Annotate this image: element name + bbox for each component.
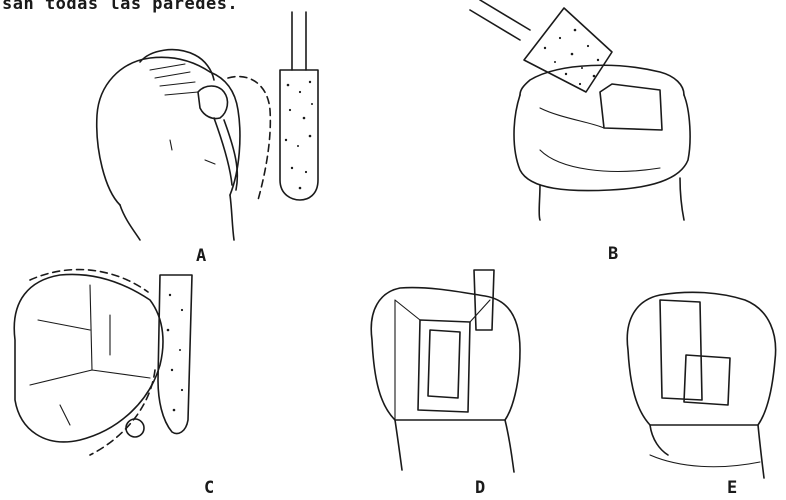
panel-a-tooth-neck (120, 195, 234, 240)
panel-b-bur-shank (470, 0, 530, 40)
panel-c-ball (126, 419, 144, 437)
panel-b-bur-outline (524, 8, 612, 92)
panel-label-e: E (727, 478, 737, 498)
panel-b-box (600, 84, 662, 130)
panel-e-box (660, 300, 730, 405)
panel-a-bur-outline (280, 70, 318, 200)
panel-a-drawing (97, 12, 318, 240)
panel-d-outline (371, 288, 520, 420)
panel-c-outline (14, 274, 163, 442)
panel-d-cavity (418, 320, 470, 412)
panel-e-base (650, 455, 760, 467)
panel-e-drawing (627, 292, 775, 478)
panel-b-bur-grit (544, 29, 599, 85)
panel-c-dashed-outline (30, 270, 155, 455)
panel-c-drawing (14, 270, 192, 455)
panel-a-bur-grit (285, 81, 313, 190)
panel-a-bur-shank (292, 12, 306, 70)
panel-d-bur (474, 270, 494, 330)
panel-c-bur-grit (167, 294, 183, 412)
panel-b-neck (539, 178, 684, 220)
panel-a-cavity-wall (214, 118, 237, 190)
panel-label-c: C (204, 478, 214, 498)
panel-c-grooves (30, 285, 150, 425)
panel-d-neck (395, 420, 514, 472)
panel-label-a: A (196, 246, 206, 266)
panel-a-cavity (198, 86, 227, 119)
panel-label-d: D (475, 478, 485, 498)
panel-e-neck (650, 425, 764, 478)
panel-a-marks (170, 140, 215, 164)
panel-a-cusp-hatching (150, 64, 198, 95)
panel-d-drawing (371, 270, 520, 472)
panel-b-drawing (470, 0, 690, 220)
panel-label-b: B (608, 244, 618, 264)
panel-b-inner-lines (540, 108, 660, 171)
